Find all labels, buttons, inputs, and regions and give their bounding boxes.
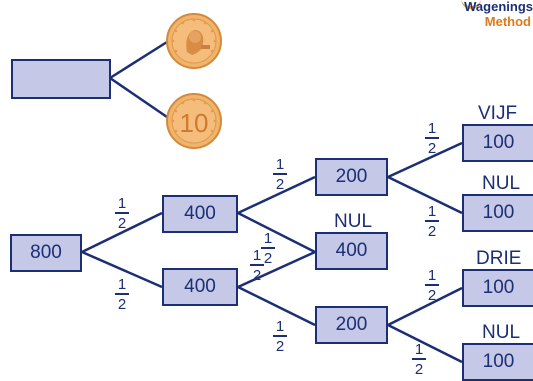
empty-box — [11, 59, 111, 99]
brand-line-2: Method — [484, 13, 531, 29]
brand-logo: Wagenings Method — [464, 0, 533, 30]
outcome-label: DRIE — [476, 248, 522, 269]
level3-box-3: 100 — [462, 269, 533, 307]
level2-top-box: 200 — [315, 158, 388, 196]
level1-top-box: 400 — [162, 195, 238, 233]
level3-box-1: 100 — [462, 124, 533, 162]
outcome-label: NUL — [334, 211, 373, 232]
level2-bottom-box: 200 — [315, 306, 388, 344]
root-box: 800 — [10, 234, 82, 272]
level3-box-2: 100 — [462, 194, 533, 232]
level3-box-4: 100 — [462, 343, 533, 381]
coin-heads-icon — [166, 13, 222, 69]
level1-bottom-box: 400 — [162, 268, 238, 306]
outcome-label: NUL — [482, 322, 521, 343]
coin-tails-icon: 10 — [166, 93, 222, 149]
outcome-label: VIJF — [478, 103, 518, 124]
coin-value: 10 — [180, 108, 209, 138]
brand-line-1: Wagenings — [464, 0, 533, 14]
level2-middle-box: 400 — [315, 232, 388, 270]
brand-swoosh-icon — [461, 0, 481, 9]
outcome-label: NUL — [482, 173, 521, 194]
